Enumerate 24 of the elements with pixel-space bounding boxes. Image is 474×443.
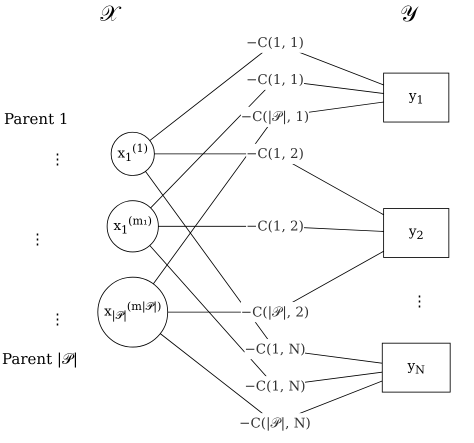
connector <box>145 170 383 364</box>
edge-label: −C(1, 1) <box>246 71 304 88</box>
edge-label: −C(1, 1) <box>246 34 304 50</box>
edge-label: −C(|𝒫|, 1) <box>240 108 310 124</box>
node-circle <box>110 132 155 176</box>
edge-label: −C(|𝒫|, N) <box>239 414 311 431</box>
group-label: Parent 1 <box>4 110 68 128</box>
ellipsis: ⋮ <box>50 150 65 168</box>
edge-label: −C(1, 2) <box>246 218 304 234</box>
ellipsis: ⋮ <box>50 310 65 328</box>
set-symbol: 𝒳 <box>100 2 119 27</box>
set-symbol: 𝒴 <box>400 2 417 27</box>
node-box <box>383 208 450 258</box>
ellipsis: ⋮ <box>412 292 427 310</box>
ellipsis: ⋮ <box>30 230 45 248</box>
node-circle <box>97 276 168 348</box>
node-box <box>382 342 451 393</box>
edge-label: −C(1, 2) <box>246 145 304 162</box>
group-label: Parent |𝒫| <box>2 350 78 368</box>
node-circle <box>106 200 159 252</box>
edge-label: −C(1, N) <box>244 340 306 357</box>
edge-label: −C(|𝒫|, 2) <box>240 304 310 320</box>
node-box <box>383 72 450 122</box>
edge-label: −C(1, N) <box>244 378 306 394</box>
